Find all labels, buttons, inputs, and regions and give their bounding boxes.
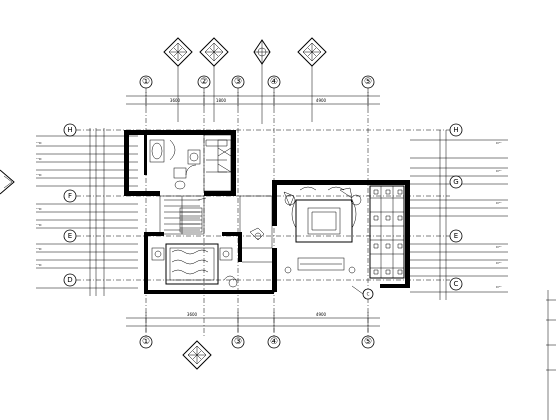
axis-H-left-label: H	[67, 126, 72, 134]
axis-4-bottom-label: ④	[270, 337, 278, 347]
dimension-lines-bottom: 3600 4900	[126, 312, 380, 332]
axis-H-right-label: H	[453, 126, 458, 134]
axis-bubbles-right: H G E C	[449, 123, 463, 291]
index-symbol-4	[297, 37, 327, 122]
axis-3-bottom-label: ③	[234, 337, 242, 347]
svg-text:▫--: ▫--	[496, 244, 502, 249]
partitions	[159, 134, 273, 263]
svg-text:--▫: --▫	[36, 262, 42, 267]
axis-F-left-label: F	[68, 192, 72, 200]
axis-G-right-label: G	[453, 178, 458, 186]
svg-text:--▫: --▫	[36, 206, 42, 211]
living-room-furniture	[283, 185, 405, 279]
index-symbol-bottom	[182, 340, 212, 370]
dim-top-3: 4900	[316, 98, 327, 103]
axis-D-left-label: D	[67, 276, 72, 284]
axis-2-top-label: ②	[200, 77, 208, 87]
dim-bottom-1: 3600	[187, 312, 198, 317]
left-annotation-lines: --▫ --▫ --▫ --▫ --▫ --▫ --▫	[36, 128, 138, 296]
svg-text:▫--: ▫--	[496, 284, 502, 289]
direction-arrow	[0, 169, 15, 195]
svg-text:--▫: --▫	[36, 222, 42, 227]
axis-E-right-label: E	[454, 232, 458, 240]
bathroom-fixtures	[149, 139, 201, 190]
index-symbol-1	[163, 37, 193, 122]
svg-text:--▫: --▫	[36, 140, 42, 145]
svg-text:▫--: ▫--	[496, 260, 502, 265]
axis-5-top-label: ⑤	[364, 77, 372, 87]
svg-text:▫--: ▫--	[496, 168, 502, 173]
axis-C-right-label: C	[454, 280, 459, 288]
svg-text:▫--: ▫--	[496, 200, 502, 205]
callout-tag-label: C	[367, 292, 370, 297]
axis-1-top-label: ①	[142, 77, 150, 87]
axis-bubbles-left: H F E D	[63, 123, 77, 287]
index-symbol-2	[199, 37, 229, 122]
dim-top-2: 1800	[216, 98, 227, 103]
dim-bottom-2: 4900	[316, 312, 327, 317]
bedroom-furniture	[151, 227, 265, 288]
svg-text:--▫: --▫	[36, 172, 42, 177]
dim-top-1: 3600	[170, 98, 181, 103]
axis-bubbles-top: ① ② ③ ④ ⑤	[139, 75, 375, 89]
axis-bubbles-bottom: ① ③ ④ ⑤	[139, 335, 375, 349]
axis-4-top-label: ④	[270, 77, 278, 87]
axis-5-bottom-label: ⑤	[364, 337, 372, 347]
axis-1-bottom-label: ①	[142, 337, 150, 347]
index-symbols-top	[163, 37, 327, 124]
svg-text:--▫: --▫	[36, 156, 42, 161]
grid-lines	[76, 88, 450, 338]
right-annotation-lines: ▫-- ▫-- ▫-- ▫-- ▫-- ▫--	[410, 130, 508, 300]
right-edge-marks	[546, 299, 556, 371]
svg-text:▫--: ▫--	[496, 140, 502, 145]
svg-text:--▫: --▫	[36, 246, 42, 251]
index-symbol-3	[253, 39, 271, 124]
dimension-lines-top: 3600 1800 4900	[126, 92, 380, 108]
stair	[179, 197, 207, 233]
axis-E-left-label: E	[68, 232, 72, 240]
callout-tag: C	[351, 285, 374, 300]
axis-3-top-label: ③	[234, 77, 242, 87]
